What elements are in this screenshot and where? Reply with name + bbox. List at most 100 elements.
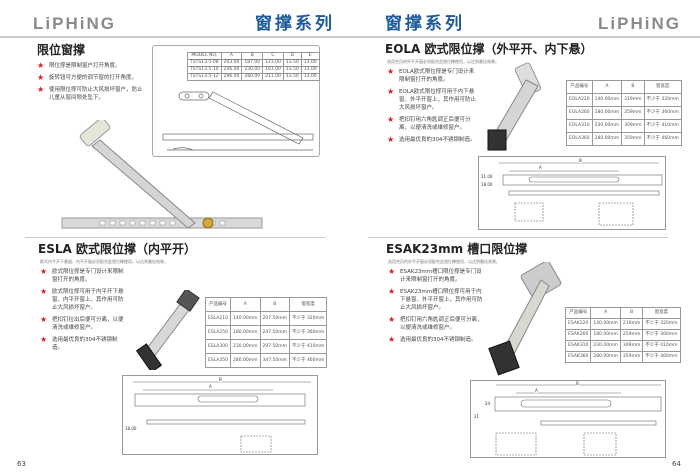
star-icon: ★ bbox=[37, 85, 45, 94]
table-cell: 13.00 bbox=[300, 66, 320, 74]
table-cell: EOLA360 bbox=[566, 132, 593, 146]
table-cell: 219mm bbox=[621, 93, 645, 107]
feature-list: ★欧式限位撑是专门设计来限制窗打开的角度。 ★欧式限位撑可用于内平开下悬窗、内平… bbox=[40, 268, 128, 356]
table-cell: 不少于 460mm bbox=[289, 353, 328, 368]
section-note: 选用合页的外平开窗必须配合此限位撑使用，以达到最佳效果。 bbox=[387, 59, 499, 64]
star-icon: ★ bbox=[388, 315, 396, 324]
section-title-limit-stay: 限位窗撑 bbox=[37, 43, 86, 57]
table-header-cell: B bbox=[259, 297, 291, 312]
star-icon: ★ bbox=[40, 315, 48, 324]
section-title-esak: ESAK23mm 槽口限位撑 bbox=[386, 242, 528, 256]
table-cell: ESAK220 bbox=[564, 318, 592, 330]
table-cell: 不少于 320mm bbox=[642, 318, 681, 330]
table-cell: 230.00mm bbox=[229, 339, 261, 354]
star-icon: ★ bbox=[388, 267, 396, 276]
feature-text: ESAK23mm槽口限位撑是专门设计来限制窗打开的角度。 bbox=[400, 269, 482, 283]
feature-item: ★把扣钉拉出后便可分离，以便清洗或维修窗户。 bbox=[40, 316, 128, 332]
feature-text: 旋转钮可方便的调节窗的打开角度。 bbox=[49, 75, 138, 81]
feature-text: 限位撑是限制窗户打开角度。 bbox=[49, 63, 121, 69]
dim-b-label: B bbox=[579, 158, 582, 163]
table-cell: 180.00mm bbox=[590, 329, 621, 341]
page-number-right: 64 bbox=[672, 460, 681, 468]
table-cell: 13.50 bbox=[282, 73, 302, 81]
table-header-cell: 窗宽度 bbox=[643, 80, 682, 94]
table-cell: 280.00mm bbox=[229, 353, 261, 368]
esak-product-image bbox=[488, 262, 562, 376]
series-title-right: 窗撑系列 bbox=[385, 14, 465, 34]
table-cell: 187.00 bbox=[241, 59, 264, 67]
dim-h2-label: 18.00 bbox=[481, 182, 493, 187]
table-cell: 不少于 360mm bbox=[643, 106, 682, 120]
technical-drawing bbox=[494, 384, 662, 456]
eola-drawing-box: B A 21.00 18.00 bbox=[478, 156, 666, 230]
table-cell: 不少于 460mm bbox=[643, 132, 682, 146]
feature-item: ★限位撑是限制窗户打开角度。 bbox=[37, 62, 147, 70]
table-cell: 347.50mm bbox=[259, 353, 291, 368]
table-header-cell: MODEL NO. bbox=[187, 52, 222, 60]
table-header-cell: A bbox=[590, 307, 621, 319]
table-cell: ESAK360 bbox=[564, 351, 592, 363]
star-icon: ★ bbox=[387, 87, 395, 96]
table-cell: 280.00 bbox=[241, 73, 264, 81]
section-divider bbox=[368, 237, 668, 238]
feature-list: ★限位撑是限制窗户打开角度。 ★旋转钮可方便的调节窗的打开角度。 ★使用限位撑可… bbox=[37, 62, 147, 106]
feature-item: ★EOLA欧式限位撑可用于内下悬窗、外平开窗上，其作用可防止大风损坏窗户。 bbox=[387, 88, 477, 112]
feature-text: 选用最优良的304不锈钢制造。 bbox=[400, 337, 477, 343]
table-cell: 280.00mm bbox=[590, 351, 621, 363]
star-icon: ★ bbox=[387, 115, 395, 124]
dim-a-label: A bbox=[539, 165, 542, 170]
table-cell: TSTS13.5-10 bbox=[187, 66, 222, 74]
table-cell: 259mm bbox=[621, 106, 645, 120]
star-icon: ★ bbox=[387, 135, 395, 144]
star-icon: ★ bbox=[37, 73, 45, 82]
dim-h-label: 18.00 bbox=[125, 426, 137, 431]
table-cell: 161.00 bbox=[262, 66, 284, 74]
star-icon: ★ bbox=[40, 267, 48, 276]
table-cell: 13.50 bbox=[282, 59, 302, 67]
table-cell: 309mm bbox=[621, 119, 645, 133]
series-title-left: 窗撑系列 bbox=[255, 14, 335, 34]
table-cell: 296.00 bbox=[220, 73, 243, 81]
table-cell: 207.50mm bbox=[259, 311, 291, 326]
table-cell: 不少于 360mm bbox=[642, 329, 681, 341]
table-cell: 180.00mm bbox=[229, 325, 261, 340]
table-cell: 219mm bbox=[619, 318, 644, 330]
feature-text: 选用最优良的304不锈钢制造。 bbox=[399, 137, 476, 143]
dim-a-label: A bbox=[535, 388, 538, 393]
table-cell: 13.50 bbox=[282, 66, 302, 74]
table-cell: ESAK310 bbox=[564, 340, 592, 352]
table-cell: ESLA300 bbox=[205, 339, 231, 354]
esla-drawing-box: B A 18.00 bbox=[122, 375, 318, 455]
feature-item: ★选用最优良的304不锈钢制造。 bbox=[40, 336, 128, 352]
header-divider bbox=[0, 36, 700, 38]
feature-item: ★把扣钉用六角匙调正后便可分离，以便清洗或维修窗户。 bbox=[387, 116, 477, 132]
technical-drawing bbox=[133, 381, 311, 453]
table-cell: 140.00mm bbox=[590, 318, 621, 330]
section-title-eola: EOLA 欧式限位撑（外平开、内下悬） bbox=[385, 42, 593, 56]
feature-list: ★ESAK23mm槽口限位撑是专门设计来限制窗打开的角度。 ★ESAK23mm槽… bbox=[388, 268, 483, 348]
table-cell: 246.00 bbox=[220, 66, 243, 74]
table-header-cell: B bbox=[241, 52, 264, 60]
table-cell: ESAK260 bbox=[564, 329, 592, 341]
page-number-left: 63 bbox=[17, 460, 26, 468]
table-cell: 不少于 410mm bbox=[289, 339, 328, 354]
table-cell: 230.00mm bbox=[591, 119, 623, 133]
star-icon: ★ bbox=[387, 67, 395, 76]
table-cell: 不少于 320mm bbox=[289, 311, 328, 326]
dim-h1-label: 24 bbox=[485, 401, 491, 406]
